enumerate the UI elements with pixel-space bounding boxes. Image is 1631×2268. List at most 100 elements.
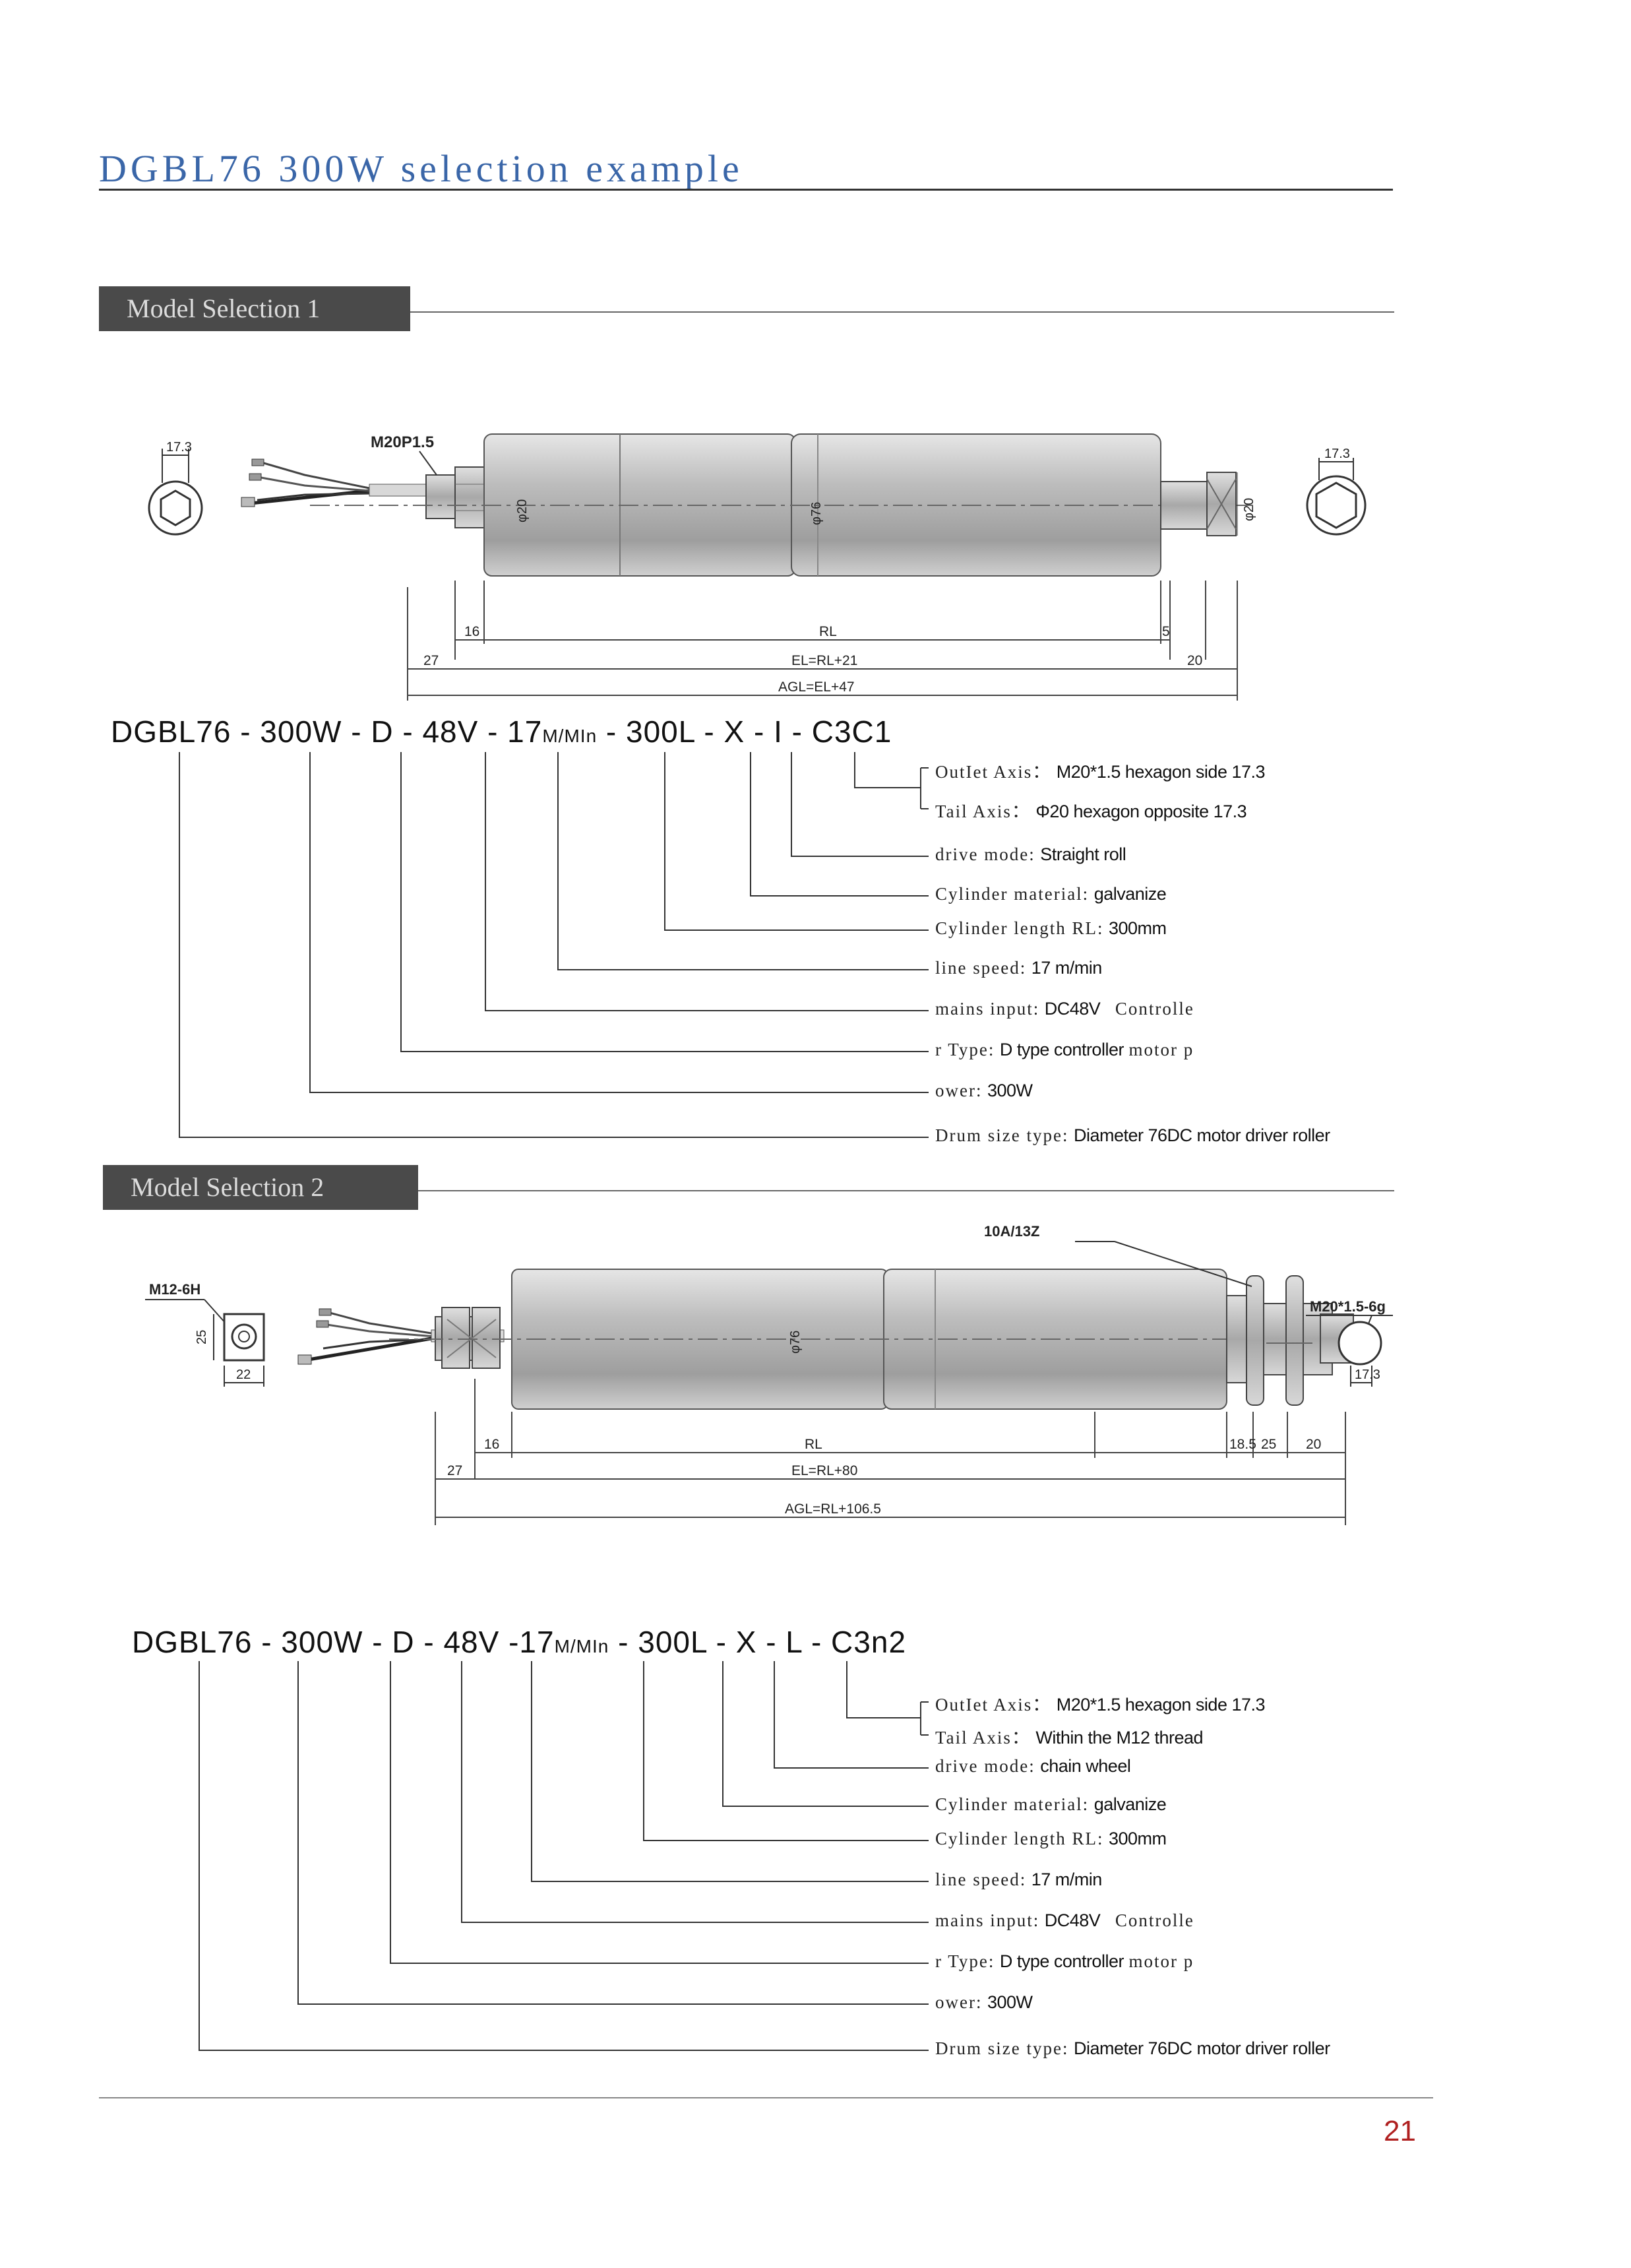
- s1-annotation-tail-axis: Tail Axis： Φ20 hexagon opposite 17.3: [935, 797, 1247, 823]
- section-1-tag: Model Selection 1: [99, 286, 410, 331]
- s1-ann-0-key: OutIet Axis：: [935, 762, 1052, 782]
- s1-ann-4-value: 300mm: [1109, 918, 1167, 938]
- drum: φ20 φ76: [310, 433, 1253, 577]
- s2-ann-3-key: Cylinder material:: [935, 1794, 1090, 1814]
- s1-annotation-drive-mode: drive mode: Straight roll: [935, 844, 1126, 865]
- dim-right-hex: 17.3: [1324, 447, 1350, 461]
- s1-ann-7-key: r Type:: [935, 1040, 995, 1059]
- page-number: 21: [1384, 2115, 1416, 2147]
- s2-ann-2-key: drive mode:: [935, 1756, 1035, 1776]
- s2-annotation-outlet-axis: OutIet Axis： M20*1.5 hexagon side 17.3: [935, 1690, 1266, 1716]
- s1-ann-7-key2: motor p: [1128, 1040, 1194, 1059]
- s2-ann-9-key: Drum size type:: [935, 2038, 1069, 2058]
- s2-ann-9-value: Diameter 76DC motor driver roller: [1073, 2038, 1330, 2058]
- model-code-1-part-a: DGBL76 - 300W - D - 48V - 17: [111, 714, 543, 749]
- dim-20: 20: [1187, 653, 1202, 668]
- dim-agl: AGL=EL+47: [778, 679, 855, 695]
- s1-ann-8-value: 300W: [987, 1081, 1033, 1100]
- s2-ann-8-value: 300W: [987, 1992, 1033, 2012]
- footer-rule: [99, 2097, 1433, 2098]
- dim-right-hex: 17.3: [1355, 1368, 1380, 1382]
- s1-annotation-cylinder-material: Cylinder material: galvanize: [935, 884, 1167, 904]
- s2-annotation-line-speed: line speed: 17 m/min: [935, 1870, 1102, 1890]
- model-code-2: DGBL76 - 300W - D - 48V -17M/MIn - 300L …: [132, 1624, 906, 1660]
- model-code-1: DGBL76 - 300W - D - 48V - 17M/MIn - 300L…: [111, 714, 892, 749]
- s1-annotation-drum-size: Drum size type: Diameter 76DC motor driv…: [935, 1125, 1330, 1146]
- s2-annotation-power: ower: 300W: [935, 1992, 1033, 2013]
- s1-annotation-outlet-axis: OutIet Axis： M20*1.5 hexagon side 17.3: [935, 757, 1266, 783]
- s2-annotation-cylinder-material: Cylinder material: galvanize: [935, 1794, 1167, 1815]
- s2-ann-1-value: Within the M12 thread: [1035, 1728, 1204, 1748]
- s1-ann-5-value: 17 m/min: [1031, 958, 1103, 978]
- dim-rl: RL: [805, 1437, 822, 1452]
- s1-ann-1-key: Tail Axis：: [935, 802, 1031, 821]
- s2-ann-0-key: OutIet Axis：: [935, 1695, 1052, 1715]
- dim-22: 22: [236, 1368, 251, 1382]
- model-code-1-speed-unit: M/MIn: [542, 726, 598, 746]
- left-end-view: 17.3: [148, 440, 203, 536]
- s1-ann-8-key: ower:: [935, 1081, 983, 1100]
- s2-annotation-tail-axis: Tail Axis： Within the M12 thread: [935, 1723, 1204, 1749]
- model-code-2-part-b: - 300L - X - L - C3n2: [609, 1625, 907, 1659]
- s1-ann-6-value: DC48V: [1044, 999, 1101, 1019]
- drawing-model-1: 17.3 M20P1.5 φ20 φ76 φ20: [148, 433, 1367, 701]
- s2-ann-2-value: chain wheel: [1040, 1756, 1131, 1776]
- s1-ann-5-key: line speed:: [935, 958, 1027, 978]
- s2-ann-3-value: galvanize: [1093, 1794, 1167, 1814]
- s2-ann-4-value: 300mm: [1109, 1829, 1167, 1848]
- s1-ann-6-key2: Controlle: [1115, 999, 1194, 1019]
- dim-5: 5: [1162, 624, 1170, 639]
- s2-annotation-drive-mode: drive mode: chain wheel: [935, 1756, 1131, 1777]
- section-2-tag: Model Selection 2: [103, 1165, 418, 1210]
- right-end-view: M20*1.5-6g 17.3: [1306, 1298, 1393, 1387]
- s1-ann-7-value: D type controller: [999, 1040, 1124, 1059]
- shaft-dia-right: φ20: [1242, 498, 1256, 521]
- s1-ann-9-value: Diameter 76DC motor driver roller: [1073, 1125, 1330, 1145]
- thread-left: M12-6H: [149, 1281, 200, 1298]
- s2-ann-6-key: mains input:: [935, 1910, 1040, 1930]
- s2-ann-1-key: Tail Axis：: [935, 1728, 1031, 1748]
- section-2-rule: [418, 1190, 1394, 1191]
- s1-annotation-line-speed: line speed: 17 m/min: [935, 958, 1102, 978]
- s1-ann-3-value: galvanize: [1093, 884, 1167, 904]
- drawing-model-2: M12-6H 25 22 20 φ76: [145, 1223, 1393, 1525]
- right-shaft: φ20: [1160, 472, 1256, 536]
- s1-ann-4-key: Cylinder length RL:: [935, 918, 1104, 938]
- dim-16: 16: [464, 624, 479, 639]
- s2-ann-5-key: line speed:: [935, 1870, 1027, 1889]
- left-shaft: M20P1.5: [371, 433, 485, 528]
- s2-ann-0-value: M20*1.5 hexagon side 17.3: [1056, 1695, 1266, 1715]
- sprocket-label: 10A/13Z: [984, 1223, 1039, 1240]
- s1-ann-1-value: Φ20 hexagon opposite 17.3: [1035, 802, 1247, 821]
- shaft-dia-left: φ20: [515, 499, 530, 522]
- model-code-1-part-b: - 300L - X - I - C3C1: [597, 714, 892, 749]
- page-title: DGBL76 300W selection example: [99, 147, 743, 190]
- dim-el: EL=RL+80: [791, 1463, 857, 1478]
- s2-annotation-cylinder-length: Cylinder length RL: 300mm: [935, 1829, 1167, 1849]
- s1-annotation-type: r Type: D type controller motor p: [935, 1040, 1194, 1060]
- dim-27: 27: [423, 653, 439, 668]
- s1-ann-0-value: M20*1.5 hexagon side 17.3: [1056, 762, 1266, 782]
- s2-ann-7-value: D type controller: [999, 1951, 1124, 1971]
- drum-dia: φ76: [788, 1331, 803, 1354]
- dimensions: [407, 581, 1238, 701]
- s2-ann-8-key: ower:: [935, 1992, 983, 2012]
- model-code-2-speed-unit: M/MIn: [554, 1636, 609, 1656]
- s1-ann-2-value: Straight roll: [1040, 844, 1126, 864]
- s2-annotation-drum-size: Drum size type: Diameter 76DC motor driv…: [935, 2038, 1330, 2059]
- s1-ann-3-key: Cylinder material:: [935, 884, 1090, 904]
- dim-rl: RL: [819, 624, 837, 639]
- s2-ann-7-key2: motor p: [1128, 1951, 1194, 1971]
- dim-20: 20: [1306, 1437, 1321, 1452]
- s2-annotation-mains-input: mains input: DC48V Controlle: [935, 1910, 1194, 1931]
- dim-27: 27: [447, 1463, 462, 1478]
- dim-25-left: 25: [195, 1330, 209, 1344]
- dim-left-hex: 17.3: [166, 440, 192, 455]
- model-code-2-part-a: DGBL76 - 300W - D - 48V -17: [132, 1625, 555, 1659]
- cable-wires: [241, 458, 436, 507]
- title-underline: [99, 189, 1393, 191]
- s1-ann-2-key: drive mode:: [935, 844, 1035, 864]
- dimensions: [435, 1379, 1346, 1525]
